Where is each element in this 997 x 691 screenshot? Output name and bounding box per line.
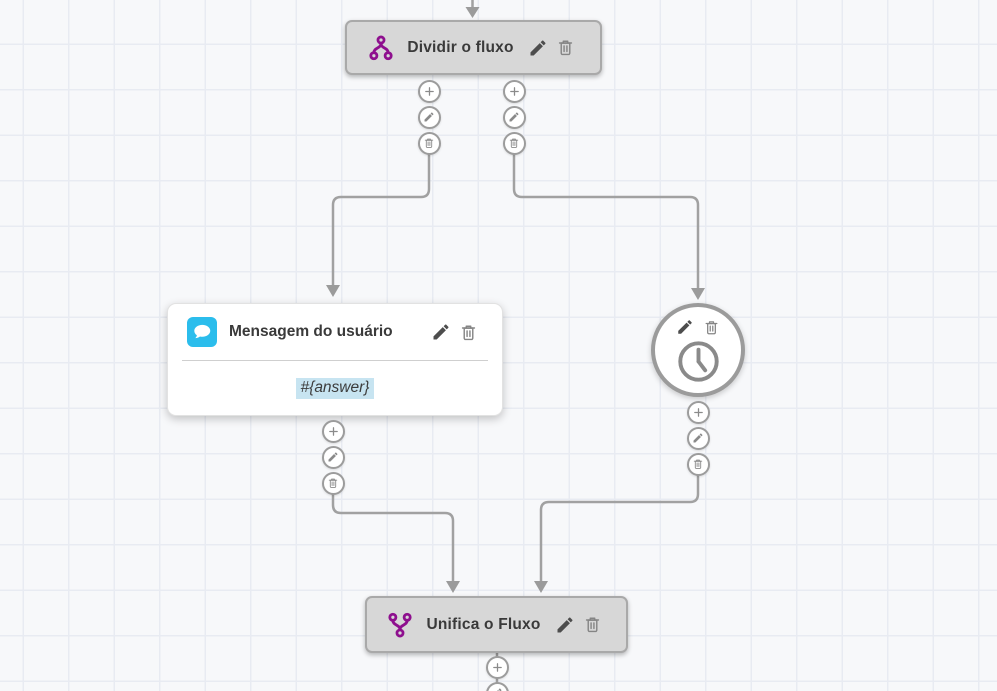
delete-node-button[interactable] <box>459 323 478 342</box>
node-title: Unifica o Fluxo <box>426 615 541 633</box>
merge-icon <box>387 612 413 638</box>
edit-port-button[interactable] <box>321 445 345 469</box>
port-actions-left-branch <box>417 79 441 155</box>
trash-icon <box>508 137 520 149</box>
trash-icon <box>556 38 575 57</box>
plus-icon <box>423 85 436 98</box>
arrowhead <box>691 288 705 300</box>
delete-port-button[interactable] <box>321 471 345 495</box>
node-split-flow[interactable]: Dividir o fluxo <box>345 20 602 75</box>
trash-icon <box>423 137 435 149</box>
pencil-icon <box>676 318 694 336</box>
trash-icon <box>459 323 478 342</box>
arrowhead <box>465 7 480 18</box>
trash-icon <box>583 615 602 634</box>
trash-icon <box>703 319 720 336</box>
arrowhead <box>326 285 340 297</box>
port-actions-message <box>321 419 345 495</box>
plus-icon <box>327 425 340 438</box>
edit-node-button[interactable] <box>431 322 451 342</box>
pencil-icon <box>431 322 451 342</box>
wire-message-to-merge <box>331 483 455 581</box>
pencil-icon <box>491 687 503 691</box>
plus-icon <box>508 85 521 98</box>
delete-node-button[interactable] <box>556 38 575 57</box>
divider <box>182 360 488 361</box>
node-title: Dividir o fluxo <box>407 38 514 56</box>
node-timer[interactable] <box>651 303 745 397</box>
edit-node-button[interactable] <box>676 318 694 336</box>
trash-icon <box>327 477 339 489</box>
edit-node-button[interactable] <box>528 38 548 58</box>
add-port-button[interactable] <box>502 79 526 103</box>
split-icon <box>368 35 394 61</box>
delete-node-button[interactable] <box>703 319 720 336</box>
node-user-message[interactable]: Mensagem do usuário #{answer} <box>167 303 503 416</box>
edit-node-button[interactable] <box>555 615 575 635</box>
pencil-icon <box>692 432 704 444</box>
pencil-icon <box>555 615 575 635</box>
port-actions-timer <box>686 400 710 476</box>
arrowhead <box>534 581 548 593</box>
delete-port-button[interactable] <box>686 452 710 476</box>
edit-port-button[interactable] <box>686 426 710 450</box>
node-merge-flow[interactable]: Unifica o Fluxo <box>365 596 628 653</box>
plus-icon <box>491 661 504 674</box>
wire-split-to-timer <box>512 143 700 288</box>
chat-bubble-icon <box>187 317 217 347</box>
trash-icon <box>692 458 704 470</box>
arrowhead <box>446 581 460 593</box>
delete-port-button[interactable] <box>502 131 526 155</box>
port-actions-merge <box>485 655 509 691</box>
pencil-icon <box>423 111 435 123</box>
add-port-button[interactable] <box>686 400 710 424</box>
wire-timer-to-merge <box>539 464 700 581</box>
add-port-button[interactable] <box>485 655 509 679</box>
edit-port-button[interactable] <box>417 105 441 129</box>
delete-port-button[interactable] <box>417 131 441 155</box>
clock-icon <box>675 338 722 385</box>
delete-node-button[interactable] <box>583 615 602 634</box>
pencil-icon <box>508 111 520 123</box>
port-actions-right-branch <box>502 79 526 155</box>
wire-split-to-message <box>331 143 431 286</box>
pencil-icon <box>528 38 548 58</box>
plus-icon <box>692 406 705 419</box>
variable-chip: #{answer} <box>295 378 375 399</box>
pencil-icon <box>327 451 339 463</box>
edit-port-button[interactable] <box>485 681 509 691</box>
add-port-button[interactable] <box>321 419 345 443</box>
add-port-button[interactable] <box>417 79 441 103</box>
node-title: Mensagem do usuário <box>229 323 393 340</box>
edit-port-button[interactable] <box>502 105 526 129</box>
